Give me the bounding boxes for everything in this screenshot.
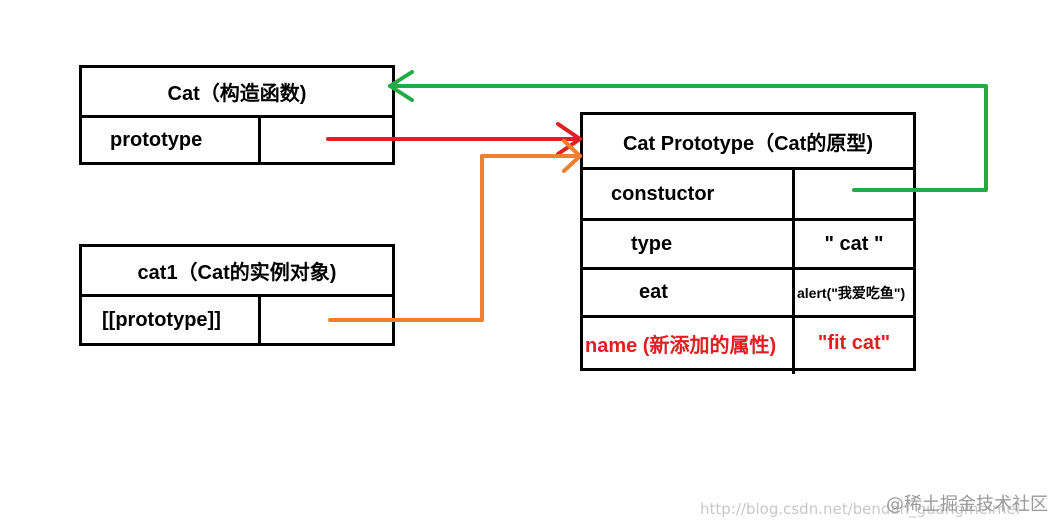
instance-title: cat1（Cat的实例对象) — [137, 262, 337, 284]
prototype-name-label: name (新添加的属性) — [585, 334, 777, 357]
watermark-brand: @稀土掘金技术社区 — [886, 494, 1048, 515]
instance-prototype-label: [[prototype]] — [102, 308, 221, 331]
prototype-constructor-label: constuctor — [611, 182, 715, 205]
constructor-link-arrow — [388, 70, 988, 192]
constructor-prototype-label: prototype — [110, 128, 203, 151]
prototype-row-type: type " cat " — [583, 221, 913, 270]
constructor-divider — [258, 118, 261, 162]
constructor-prototype-row: prototype — [82, 118, 392, 162]
prototype-divider — [792, 318, 795, 374]
prototype-box: Cat Prototype（Cat的原型) constuctor type " … — [580, 112, 916, 374]
constructor-title-row: Cat（构造函数) — [82, 68, 392, 118]
prototype-divider — [792, 270, 795, 315]
prototype-row-eat: eat alert("我爱吃鱼") — [583, 270, 913, 318]
prototype-title-row: Cat Prototype（Cat的原型) — [583, 115, 913, 170]
prototype-eat-label: eat — [639, 281, 668, 303]
prototype-row-name: name (新添加的属性) "fit cat" — [583, 318, 913, 374]
constructor-title: Cat（构造函数) — [167, 83, 307, 105]
prototype-name-value: "fit cat" — [817, 331, 891, 354]
prototype-divider — [792, 170, 795, 218]
instance-divider — [258, 297, 261, 343]
prototype-type-value: " cat " — [824, 232, 884, 255]
constructor-box: Cat（构造函数) prototype — [79, 65, 395, 165]
instance-prototype-row: [[prototype]] — [82, 297, 392, 343]
prototype-divider — [792, 221, 795, 267]
instance-title-row: cat1（Cat的实例对象) — [82, 247, 392, 297]
instance-box: cat1（Cat的实例对象) [[prototype]] — [79, 244, 395, 346]
prototype-title: Cat Prototype（Cat的原型) — [622, 132, 873, 155]
prototype-link-arrow — [326, 122, 582, 156]
prototype-row-constructor: constuctor — [583, 170, 913, 221]
prototype-eat-value: alert("我爱吃鱼") — [797, 284, 906, 301]
prototype-type-label: type — [631, 232, 673, 255]
watermark-url: http://blog.csdn.net/bendan_guangmeimei — [700, 500, 1020, 518]
instance-link-arrow — [328, 139, 582, 322]
